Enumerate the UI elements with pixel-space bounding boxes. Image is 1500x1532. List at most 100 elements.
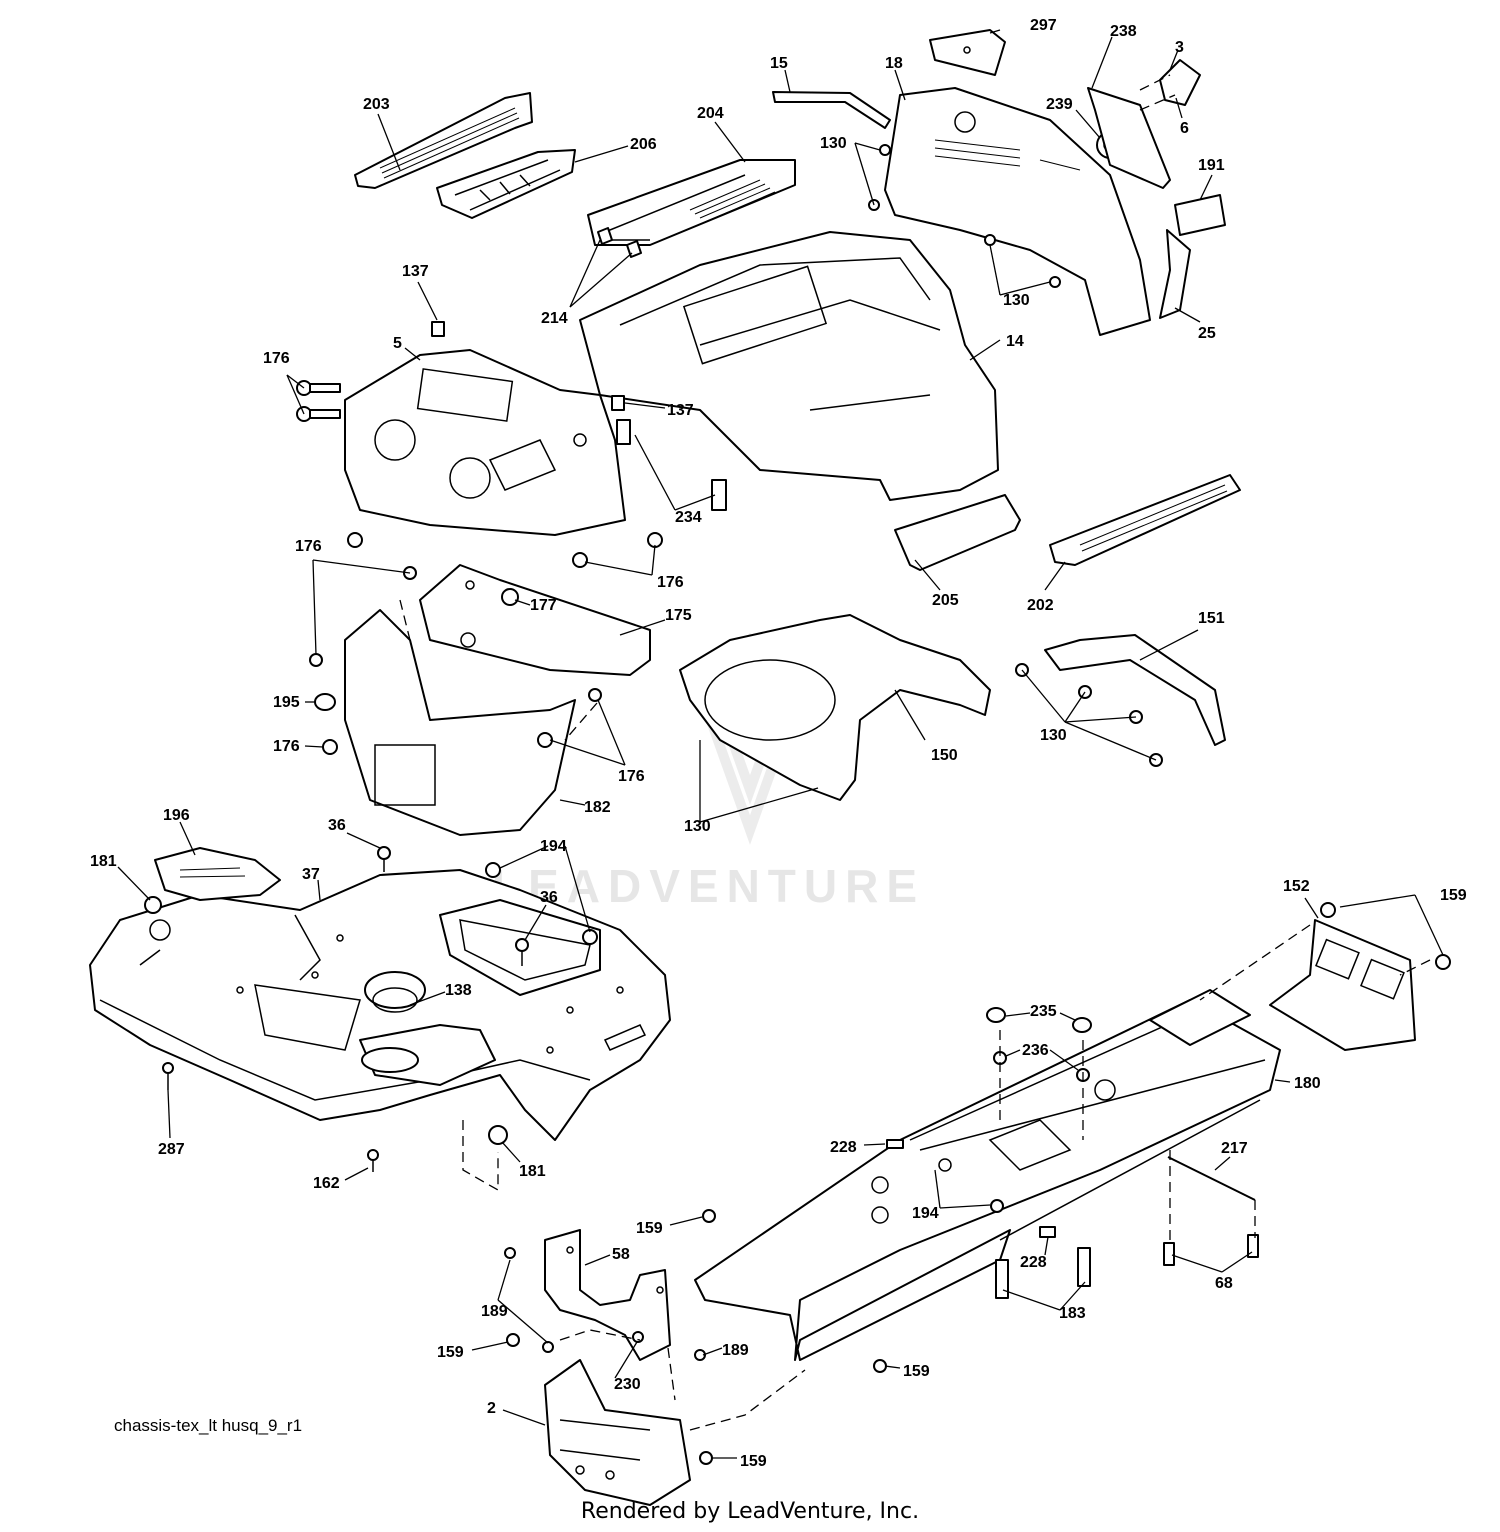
part-2-front-bracket[interactable] [544,1359,691,1506]
part-25-trim[interactable] [1159,229,1191,319]
callout-36-left[interactable]: 36 [328,817,346,834]
callout-230[interactable]: 230 [614,1376,641,1393]
callout-15[interactable]: 15 [770,55,788,72]
callout-183[interactable]: 183 [1059,1305,1086,1322]
callout-3[interactable]: 3 [1175,39,1184,56]
callout-176-lower[interactable]: 176 [618,768,645,785]
part-228-bolts[interactable] [886,1139,1056,1238]
callout-175[interactable]: 175 [665,607,692,624]
callout-176-bushing[interactable]: 176 [273,738,300,755]
part-180-frame[interactable] [694,989,1281,1361]
part-181-grommets[interactable] [144,896,508,1145]
callout-36-right[interactable]: 36 [540,889,558,906]
part-191-light-cover[interactable] [1174,194,1226,236]
part-238-headlight-bezel[interactable] [1087,87,1171,189]
callout-180[interactable]: 180 [1294,1075,1321,1092]
callout-18[interactable]: 18 [885,55,903,72]
callout-159-lower[interactable]: 159 [903,1363,930,1380]
callout-239[interactable]: 239 [1046,96,1073,113]
part-176-bushings-lower[interactable] [309,566,602,755]
callout-195[interactable]: 195 [273,694,300,711]
callout-152[interactable]: 152 [1283,878,1310,895]
callout-159-frame[interactable]: 159 [636,1220,663,1237]
part-206-air-duct[interactable] [436,149,576,219]
callout-196[interactable]: 196 [163,807,190,824]
callout-150[interactable]: 150 [931,747,958,764]
callout-214[interactable]: 214 [541,310,568,327]
part-175-steering-bracket[interactable] [419,564,651,676]
callout-159-bracket[interactable]: 159 [740,1453,767,1470]
callout-206[interactable]: 206 [630,136,657,153]
part-fender-bolts[interactable] [162,1062,379,1172]
part-194-nut-frame[interactable] [990,1199,1004,1213]
part-5-dash-panel[interactable] [344,349,626,536]
part-230-pin[interactable] [632,1331,644,1343]
callout-25[interactable]: 25 [1198,325,1216,342]
part-137-clip-side[interactable] [611,395,625,411]
callout-68[interactable]: 68 [1215,1275,1233,1292]
callout-228-bottom[interactable]: 228 [1020,1254,1047,1271]
callout-14[interactable]: 14 [1006,333,1024,350]
part-152-rear-plate[interactable] [1269,919,1416,1051]
callout-130-shroud[interactable]: 130 [684,818,711,835]
part-189-screws[interactable] [504,1247,706,1361]
part-37-fender[interactable] [89,869,671,1141]
part-130-screws-151[interactable] [1015,663,1163,767]
callout-205[interactable]: 205 [932,592,959,609]
callout-137-top[interactable]: 137 [402,263,429,280]
part-217-rod[interactable] [1167,1156,1256,1201]
callout-176-left[interactable]: 176 [295,538,322,555]
part-203-side-grille[interactable] [354,92,533,189]
callout-159-plate[interactable]: 159 [1440,887,1467,904]
callout-159-left[interactable]: 159 [437,1344,464,1361]
callout-204[interactable]: 204 [697,105,724,122]
callout-228-top[interactable]: 228 [830,1139,857,1156]
callout-130-hood[interactable]: 130 [820,135,847,152]
part-36-bolts[interactable] [377,846,529,966]
callout-194-fender[interactable]: 194 [540,838,567,855]
callout-191[interactable]: 191 [1198,157,1225,174]
callout-138[interactable]: 138 [445,982,472,999]
callout-189-left[interactable]: 189 [481,1303,508,1320]
callout-5[interactable]: 5 [393,335,402,352]
part-137-clip-top[interactable] [431,321,445,337]
callout-182[interactable]: 182 [584,799,611,816]
callout-202[interactable]: 202 [1027,597,1054,614]
callout-151[interactable]: 151 [1198,610,1225,627]
part-214-clips[interactable] [597,227,642,258]
callout-181-bottom[interactable]: 181 [519,1163,546,1180]
callout-177[interactable]: 177 [530,597,557,614]
callout-297[interactable]: 297 [1030,17,1057,34]
callout-130-side[interactable]: 130 [1003,292,1030,309]
part-15-trim-strip[interactable] [772,91,891,129]
callout-137-side[interactable]: 137 [667,402,694,419]
callout-234[interactable]: 234 [675,509,702,526]
callout-58[interactable]: 58 [612,1246,630,1263]
part-58-steering-bracket[interactable] [544,1229,671,1361]
callout-189-right[interactable]: 189 [722,1342,749,1359]
callout-162[interactable]: 162 [313,1175,340,1192]
callout-176-right[interactable]: 176 [657,574,684,591]
callout-194-frame[interactable]: 194 [912,1205,939,1222]
callout-37[interactable]: 37 [302,866,320,883]
part-234-foam-strips[interactable] [616,419,727,511]
callout-181-left[interactable]: 181 [90,853,117,870]
callout-176-dash[interactable]: 176 [263,350,290,367]
part-205-air-duct[interactable] [894,494,1021,571]
part-68-bolts[interactable] [1163,1234,1259,1266]
callout-287[interactable]: 287 [158,1141,185,1158]
part-14-hood[interactable] [579,231,999,501]
part-202-side-grille[interactable] [1049,474,1241,566]
callout-235[interactable]: 235 [1030,1003,1057,1020]
part-196-console[interactable] [154,847,281,901]
callout-130-bracket[interactable]: 130 [1040,727,1067,744]
part-297-lens[interactable] [929,29,1006,76]
callout-217[interactable]: 217 [1221,1140,1248,1157]
part-204-hood-vent-cover[interactable] [587,159,796,246]
part-177-nut[interactable] [501,588,519,606]
callout-6[interactable]: 6 [1180,120,1189,137]
callout-236[interactable]: 236 [1022,1042,1049,1059]
part-18-front-grille[interactable] [884,87,1151,336]
callout-2[interactable]: 2 [487,1400,496,1417]
part-3-headlight[interactable] [1159,59,1201,106]
